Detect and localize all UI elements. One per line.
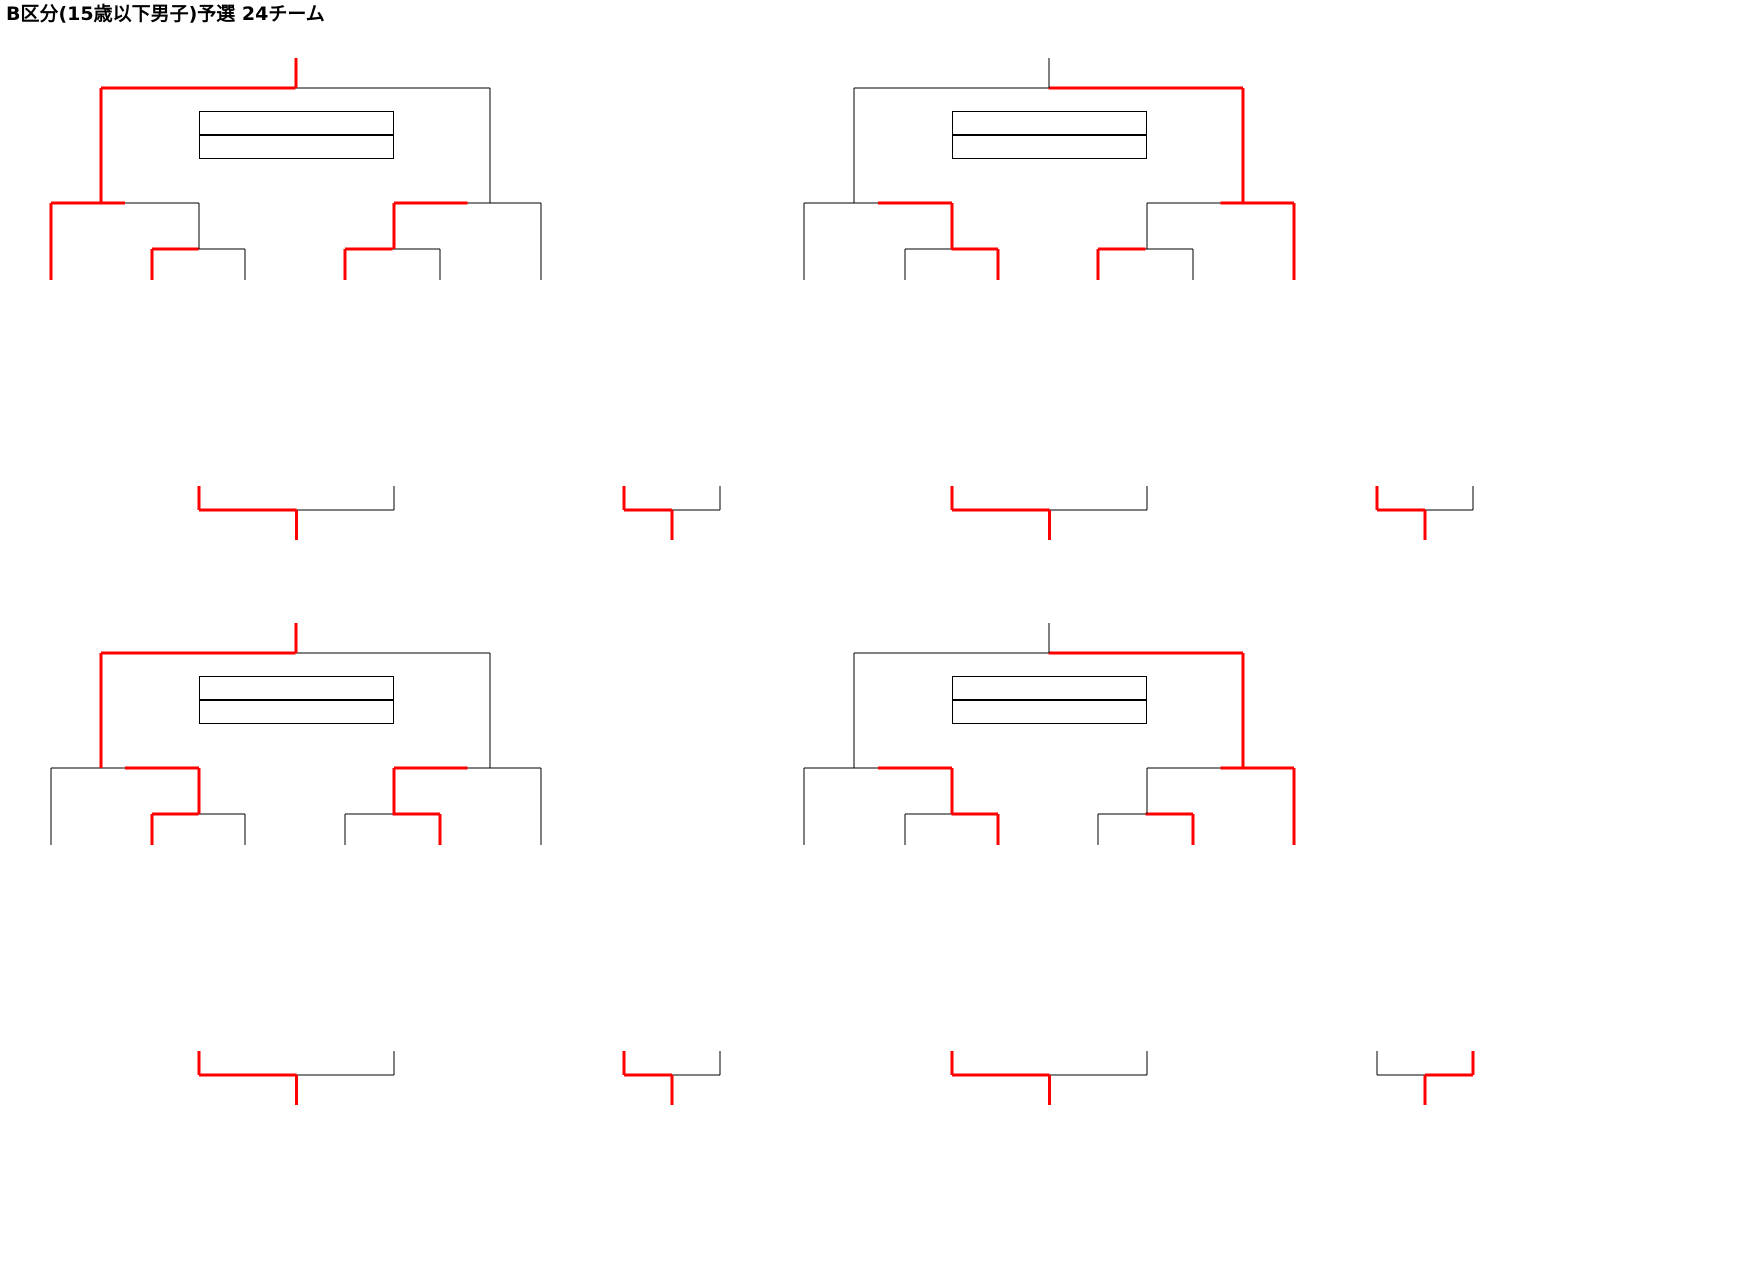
third-team-right — [712, 282, 728, 390]
team-name — [533, 847, 549, 955]
third-team-left — [1369, 847, 1385, 955]
second-place-team — [199, 135, 394, 159]
consolation-team-left — [941, 400, 971, 492]
third-team-left — [616, 847, 632, 955]
third-team-right — [1465, 847, 1481, 955]
consolation-team-left — [188, 965, 218, 1057]
team-name — [1090, 847, 1106, 955]
second-place-label — [199, 111, 394, 135]
team-name — [1185, 847, 1201, 955]
third-team-right — [712, 847, 728, 955]
second-place-team — [199, 700, 394, 724]
team-name — [796, 847, 812, 955]
team-name — [337, 847, 353, 955]
team-name — [337, 282, 353, 390]
second-place-team — [952, 135, 1147, 159]
third-team-left — [1369, 282, 1385, 390]
consolation-team-right — [1136, 400, 1166, 492]
team-name — [43, 282, 59, 390]
consolation-team-right — [1136, 965, 1166, 1057]
page-title: B区分(15歳以下男子)予選 24チーム — [6, 3, 325, 25]
team-name — [897, 282, 913, 390]
second-place-label — [952, 676, 1147, 700]
team-name — [990, 847, 1006, 955]
team-name — [897, 847, 913, 955]
consolation-team-right — [383, 400, 413, 492]
team-name — [237, 847, 253, 955]
team-name — [43, 847, 59, 955]
second-place-label — [952, 111, 1147, 135]
team-name — [144, 282, 160, 390]
third-team-right — [1465, 282, 1481, 390]
consolation-team-right — [383, 965, 413, 1057]
team-name — [237, 282, 253, 390]
team-name — [1090, 282, 1106, 390]
team-name — [1185, 282, 1201, 390]
team-name — [1286, 847, 1302, 955]
second-place-label — [199, 676, 394, 700]
team-name — [1286, 282, 1302, 390]
team-name — [432, 282, 448, 390]
team-name — [990, 282, 1006, 390]
third-team-left — [616, 282, 632, 390]
team-name — [533, 282, 549, 390]
team-name — [144, 847, 160, 955]
team-name — [796, 282, 812, 390]
consolation-team-left — [188, 400, 218, 492]
consolation-team-left — [941, 965, 971, 1057]
second-place-team — [952, 700, 1147, 724]
team-name — [432, 847, 448, 955]
